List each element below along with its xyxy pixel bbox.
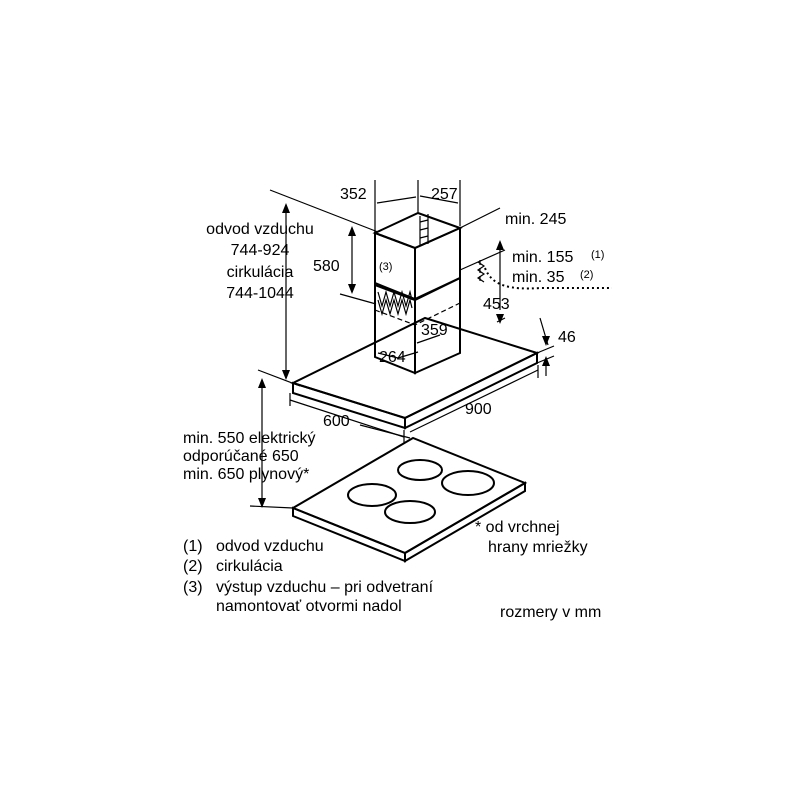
clearance-gas: min. 650 plynový* <box>183 466 309 483</box>
cooktop <box>290 436 528 563</box>
footnote-line2: hrany mriežky <box>488 539 588 556</box>
footnote-line1: * od vrchnej <box>475 519 560 536</box>
dim-min-155: min. 155 <box>512 249 573 266</box>
dim-min-35: min. 35 <box>512 269 565 286</box>
label-cirkulacia: cirkulácia <box>227 264 294 281</box>
dim-352: 352 <box>340 186 367 203</box>
legend-text: odvod vzduchu <box>216 538 324 555</box>
vent-grille <box>377 289 413 317</box>
legend-text: namontovať otvormi nadol <box>216 598 402 615</box>
burner-back-left <box>397 459 443 481</box>
label-odvod-range: 744-924 <box>231 242 290 259</box>
label-odvod-vzduchu: odvod vzduchu <box>206 221 314 238</box>
note-3: (3) <box>379 261 392 273</box>
dim-600: 600 <box>323 413 350 430</box>
note-1: (1) <box>591 249 604 261</box>
dimension-lines <box>249 180 612 509</box>
note-2: (2) <box>580 269 593 281</box>
burner-front-right <box>384 500 436 524</box>
legend-num: (1) <box>183 538 203 555</box>
legend: (1) odvod vzduchu (2) cirkulácia (3) výs… <box>183 538 434 615</box>
units-label: rozmery v mm <box>500 604 601 621</box>
legend-text: cirkulácia <box>216 558 283 575</box>
dim-453: 453 <box>483 296 510 313</box>
burner-front-left <box>347 483 397 507</box>
dim-46: 46 <box>558 329 576 346</box>
clearance-recommended: odporúčané 650 <box>183 448 299 465</box>
legend-text: výstup vzduchu – pri odvetraní <box>216 579 434 596</box>
dim-580: 580 <box>313 258 340 275</box>
dim-900: 900 <box>465 401 492 418</box>
dim-257: 257 <box>431 186 458 203</box>
dim-min-245: min. 245 <box>505 211 566 228</box>
dim-359: 359 <box>421 322 448 339</box>
label-cirkulacia-range: 744-1044 <box>226 285 294 302</box>
burner-back-right <box>441 470 495 496</box>
chimney <box>372 211 463 375</box>
clearance-electric: min. 550 elektrický <box>183 430 316 447</box>
dim-264: 264 <box>379 349 406 366</box>
legend-num: (2) <box>183 558 203 575</box>
legend-num: (3) <box>183 579 203 596</box>
